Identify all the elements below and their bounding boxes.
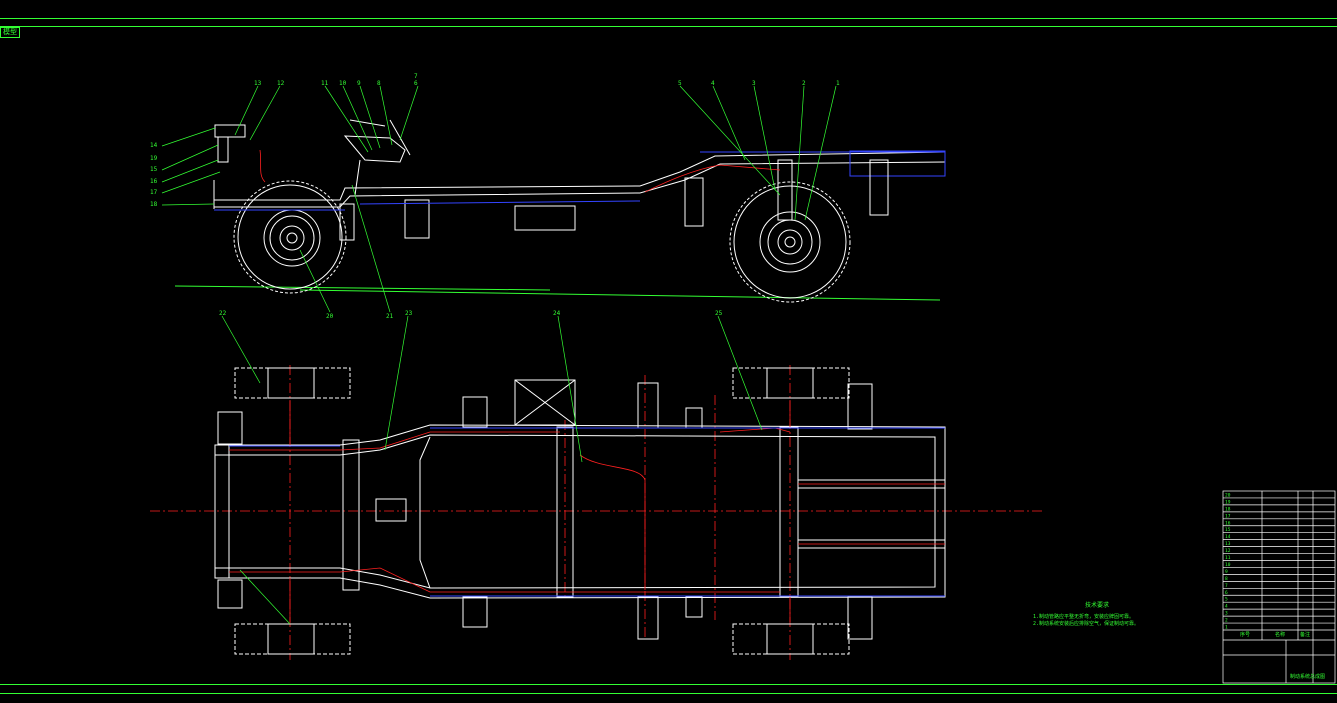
viewport-tab[interactable]: 模型 <box>0 27 20 38</box>
bom-row-number: 3 <box>1225 611 1228 617</box>
bom-row-number: 15 <box>1225 527 1231 533</box>
bom-row-number: 12 <box>1225 548 1231 554</box>
callout-label: 8 <box>377 80 381 87</box>
callout-label: 17 <box>150 189 158 196</box>
side-view: 1 2 3 4 5 6 7 8 9 10 11 12 13 14 15 16 1… <box>150 73 946 320</box>
note-line: 2.制动系统安装后应排除空气，保证制动可靠。 <box>1033 620 1139 627</box>
bom-row-number: 1 <box>1225 625 1228 631</box>
bom-header-index: 序号 <box>1240 631 1250 638</box>
callout-label: 6 <box>414 80 418 87</box>
plan-frame <box>214 379 946 640</box>
side-leaders <box>161 85 837 313</box>
callout-label: 18 <box>150 201 158 208</box>
callout-label: 2 <box>802 80 806 87</box>
callout-label: 20 <box>326 313 334 320</box>
hidden-lines-plan <box>229 427 945 597</box>
brake-lines-plan <box>229 400 945 622</box>
callout-label: 5 <box>678 80 682 87</box>
bom-row-number: 8 <box>1225 576 1228 582</box>
rear-wheel <box>729 159 851 303</box>
title-block <box>1222 490 1336 684</box>
bom-grid <box>1223 497 1335 631</box>
callout-label: 7 <box>414 73 418 80</box>
callout-label: 4 <box>711 80 715 87</box>
note-line: 1.制动管路应平整无折弯，安装应牌固可靠。 <box>1033 613 1134 620</box>
bom-row-number: 10 <box>1225 562 1231 568</box>
bom-row-number: 20 <box>1225 492 1231 498</box>
front-wheel <box>233 180 355 294</box>
brake-pedal-assembly <box>343 119 411 196</box>
side-callout-labels: 1 2 3 4 5 6 7 8 9 10 11 12 13 14 15 16 1… <box>150 73 840 320</box>
bom-row-number: 13 <box>1225 541 1231 547</box>
plan-leaders <box>221 315 763 625</box>
plan-callout-labels: 22 23 24 25 <box>219 310 723 317</box>
bom-row-number: 5 <box>1225 597 1228 603</box>
bom-row-number: 9 <box>1225 569 1228 575</box>
plan-wheels <box>234 367 850 655</box>
callout-label: 11 <box>321 80 329 87</box>
bom-row-number: 6 <box>1225 590 1228 596</box>
callout-label: 15 <box>150 166 158 173</box>
side-brackets <box>214 124 889 239</box>
bom-row-number: 2 <box>1225 618 1228 624</box>
callout-label: 23 <box>405 310 413 317</box>
callout-label: 22 <box>219 310 227 317</box>
notes-heading: 技术要求 <box>1085 601 1109 609</box>
callout-label: 12 <box>277 80 285 87</box>
bom-row-number: 19 <box>1225 499 1231 505</box>
callout-label: 16 <box>150 178 158 185</box>
plan-view: 22 23 24 25 <box>150 310 1042 660</box>
drawing-frame <box>0 18 1337 694</box>
bom-row-number: 18 <box>1225 506 1231 512</box>
callout-label: 19 <box>150 155 158 162</box>
callout-label: 24 <box>553 310 561 317</box>
bom-header-remark: 备注 <box>1300 631 1310 638</box>
brake-line-side <box>259 149 781 193</box>
title-block-text: 序号 名称 备注 制动系统总成图 20191817161514131211109… <box>1225 492 1325 680</box>
callout-label: 14 <box>150 142 158 149</box>
callout-label: 25 <box>715 310 723 317</box>
callout-label: 3 <box>752 80 756 87</box>
bom-row-number: 14 <box>1225 534 1231 540</box>
frame-rail-side <box>213 150 946 209</box>
bom-row-number: 4 <box>1225 604 1228 610</box>
callout-label: 1 <box>836 80 840 87</box>
technical-notes: 技术要求 1.制动管路应平整无折弯，安装应牌固可靠。 2.制动系统安装后应排除空… <box>1033 601 1139 627</box>
bom-header-name: 名称 <box>1275 631 1285 638</box>
drawing-title: 制动系统总成图 <box>1290 673 1325 680</box>
center-lines <box>150 365 1042 660</box>
bom-row-number: 17 <box>1225 513 1231 519</box>
callout-label: 9 <box>357 80 361 87</box>
bom-row-number: 16 <box>1225 520 1231 526</box>
bom-row-number: 7 <box>1225 583 1228 589</box>
callout-label: 13 <box>254 80 262 87</box>
bom-row-number: 11 <box>1225 555 1231 561</box>
hidden-lines-side <box>214 200 641 211</box>
ground-line <box>174 285 941 301</box>
callout-label: 10 <box>339 80 347 87</box>
callout-label: 21 <box>386 313 394 320</box>
